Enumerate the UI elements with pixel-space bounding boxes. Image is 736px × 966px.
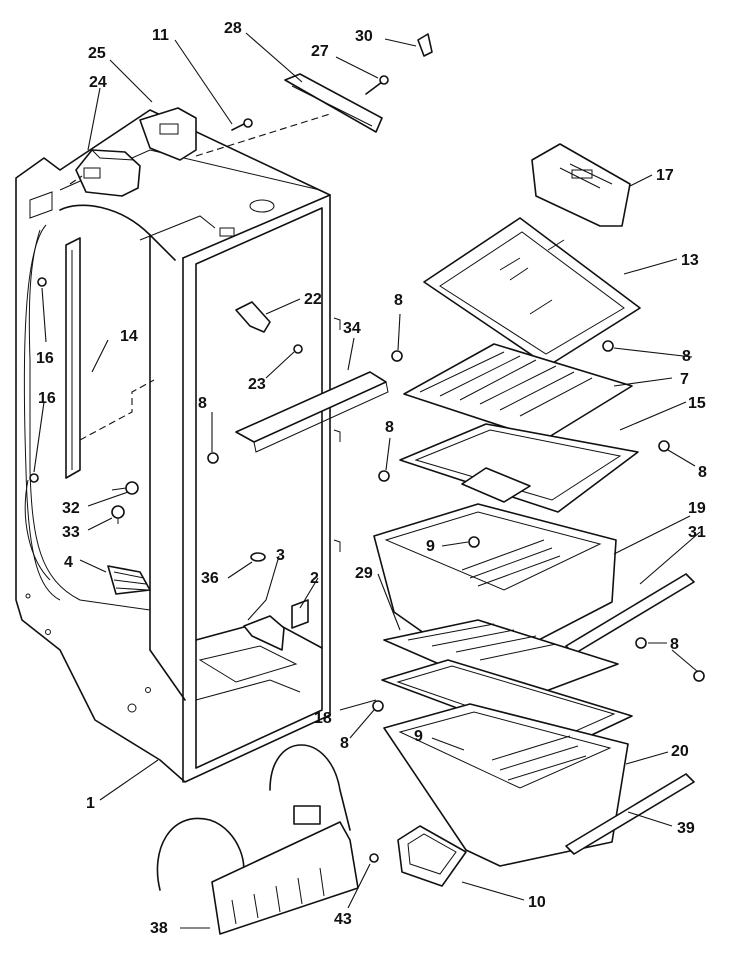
callout-9b: 9 [414,728,423,745]
plug-36 [250,552,266,562]
callout-27: 27 [311,43,329,60]
glass-shelf-13 [423,217,641,367]
screw-27 [365,75,389,95]
callout-24: 24 [89,74,107,91]
callout-9a: 9 [426,538,435,555]
cabinet-liner [15,109,341,783]
callout-8g: 8 [340,735,349,752]
stud-8f [635,637,705,682]
callout-22: 22 [304,291,322,308]
bracket-22 [235,301,271,333]
trim-39 [565,773,695,855]
callout-8e: 8 [698,464,707,481]
clip-30 [417,33,433,57]
cover-2 [291,599,309,629]
callout-7: 7 [680,371,689,388]
callout-8f: 8 [670,636,679,653]
callout-43: 43 [334,911,352,928]
thermostat-bracket [139,107,197,161]
shelf-support-34 [235,371,389,453]
callout-32: 32 [62,500,80,517]
stud-8b [207,452,219,464]
drain-trough-4 [107,565,151,595]
callout-30: 30 [355,28,373,45]
callout-8c: 8 [682,348,691,365]
dashed-routing-lines [69,113,331,441]
light-socket-32 [111,481,139,495]
dairy-bin-17 [531,143,631,227]
heater-38 [156,744,359,935]
callout-18: 18 [314,710,332,727]
light-bulb-33 [111,505,125,524]
wire-shelf-7 [403,343,633,441]
stud-8c [602,340,614,352]
screw-9a [468,536,480,548]
callout-19: 19 [688,500,706,517]
callout-15: 15 [688,395,706,412]
callout-29: 29 [355,565,373,582]
callout-33: 33 [62,524,80,541]
callout-8a: 8 [394,292,403,309]
air-diffuser-28 [284,73,383,133]
callout-16a: 16 [36,350,54,367]
callout-31: 31 [688,524,706,541]
deflector-3 [243,615,285,651]
stud-8d [378,470,390,482]
callout-16b: 16 [38,390,56,407]
callout-23: 23 [248,376,266,393]
callout-8d: 8 [385,419,394,436]
crisper-drawer-19 [373,503,617,665]
control-housing [75,149,141,197]
callout-4: 4 [64,554,73,571]
screw-43 [369,853,379,863]
callout-25: 25 [88,45,106,62]
fastener-16b [29,473,39,483]
callout-1: 1 [86,795,95,812]
fastener-16a [37,277,47,287]
callout-11: 11 [152,27,169,44]
wire-harness [23,224,61,601]
crisper-drawer-20 [383,703,629,867]
stud-8a [391,350,403,362]
screw-23 [293,344,303,354]
callout-3: 3 [276,547,285,564]
callout-2: 2 [310,570,319,587]
callout-13: 13 [681,252,699,269]
callout-8b: 8 [198,395,207,412]
callout-39: 39 [677,820,695,837]
callout-17: 17 [656,167,674,184]
stud-8e [658,440,670,452]
stud-8g [372,700,384,712]
callout-36: 36 [201,570,219,587]
shelf-frame-15 [399,423,639,513]
callout-28: 28 [224,20,242,37]
label-holder-10 [397,825,467,887]
callout-10: 10 [528,894,546,911]
screw-11 [231,118,253,131]
callouts: 30 28 11 25 27 24 17 13 22 34 8 8 16 14 … [36,20,707,937]
callout-20: 20 [671,743,689,760]
callout-34: 34 [343,320,361,337]
callout-38: 38 [150,920,168,937]
callout-14: 14 [120,328,138,345]
leader-lines [33,32,701,929]
